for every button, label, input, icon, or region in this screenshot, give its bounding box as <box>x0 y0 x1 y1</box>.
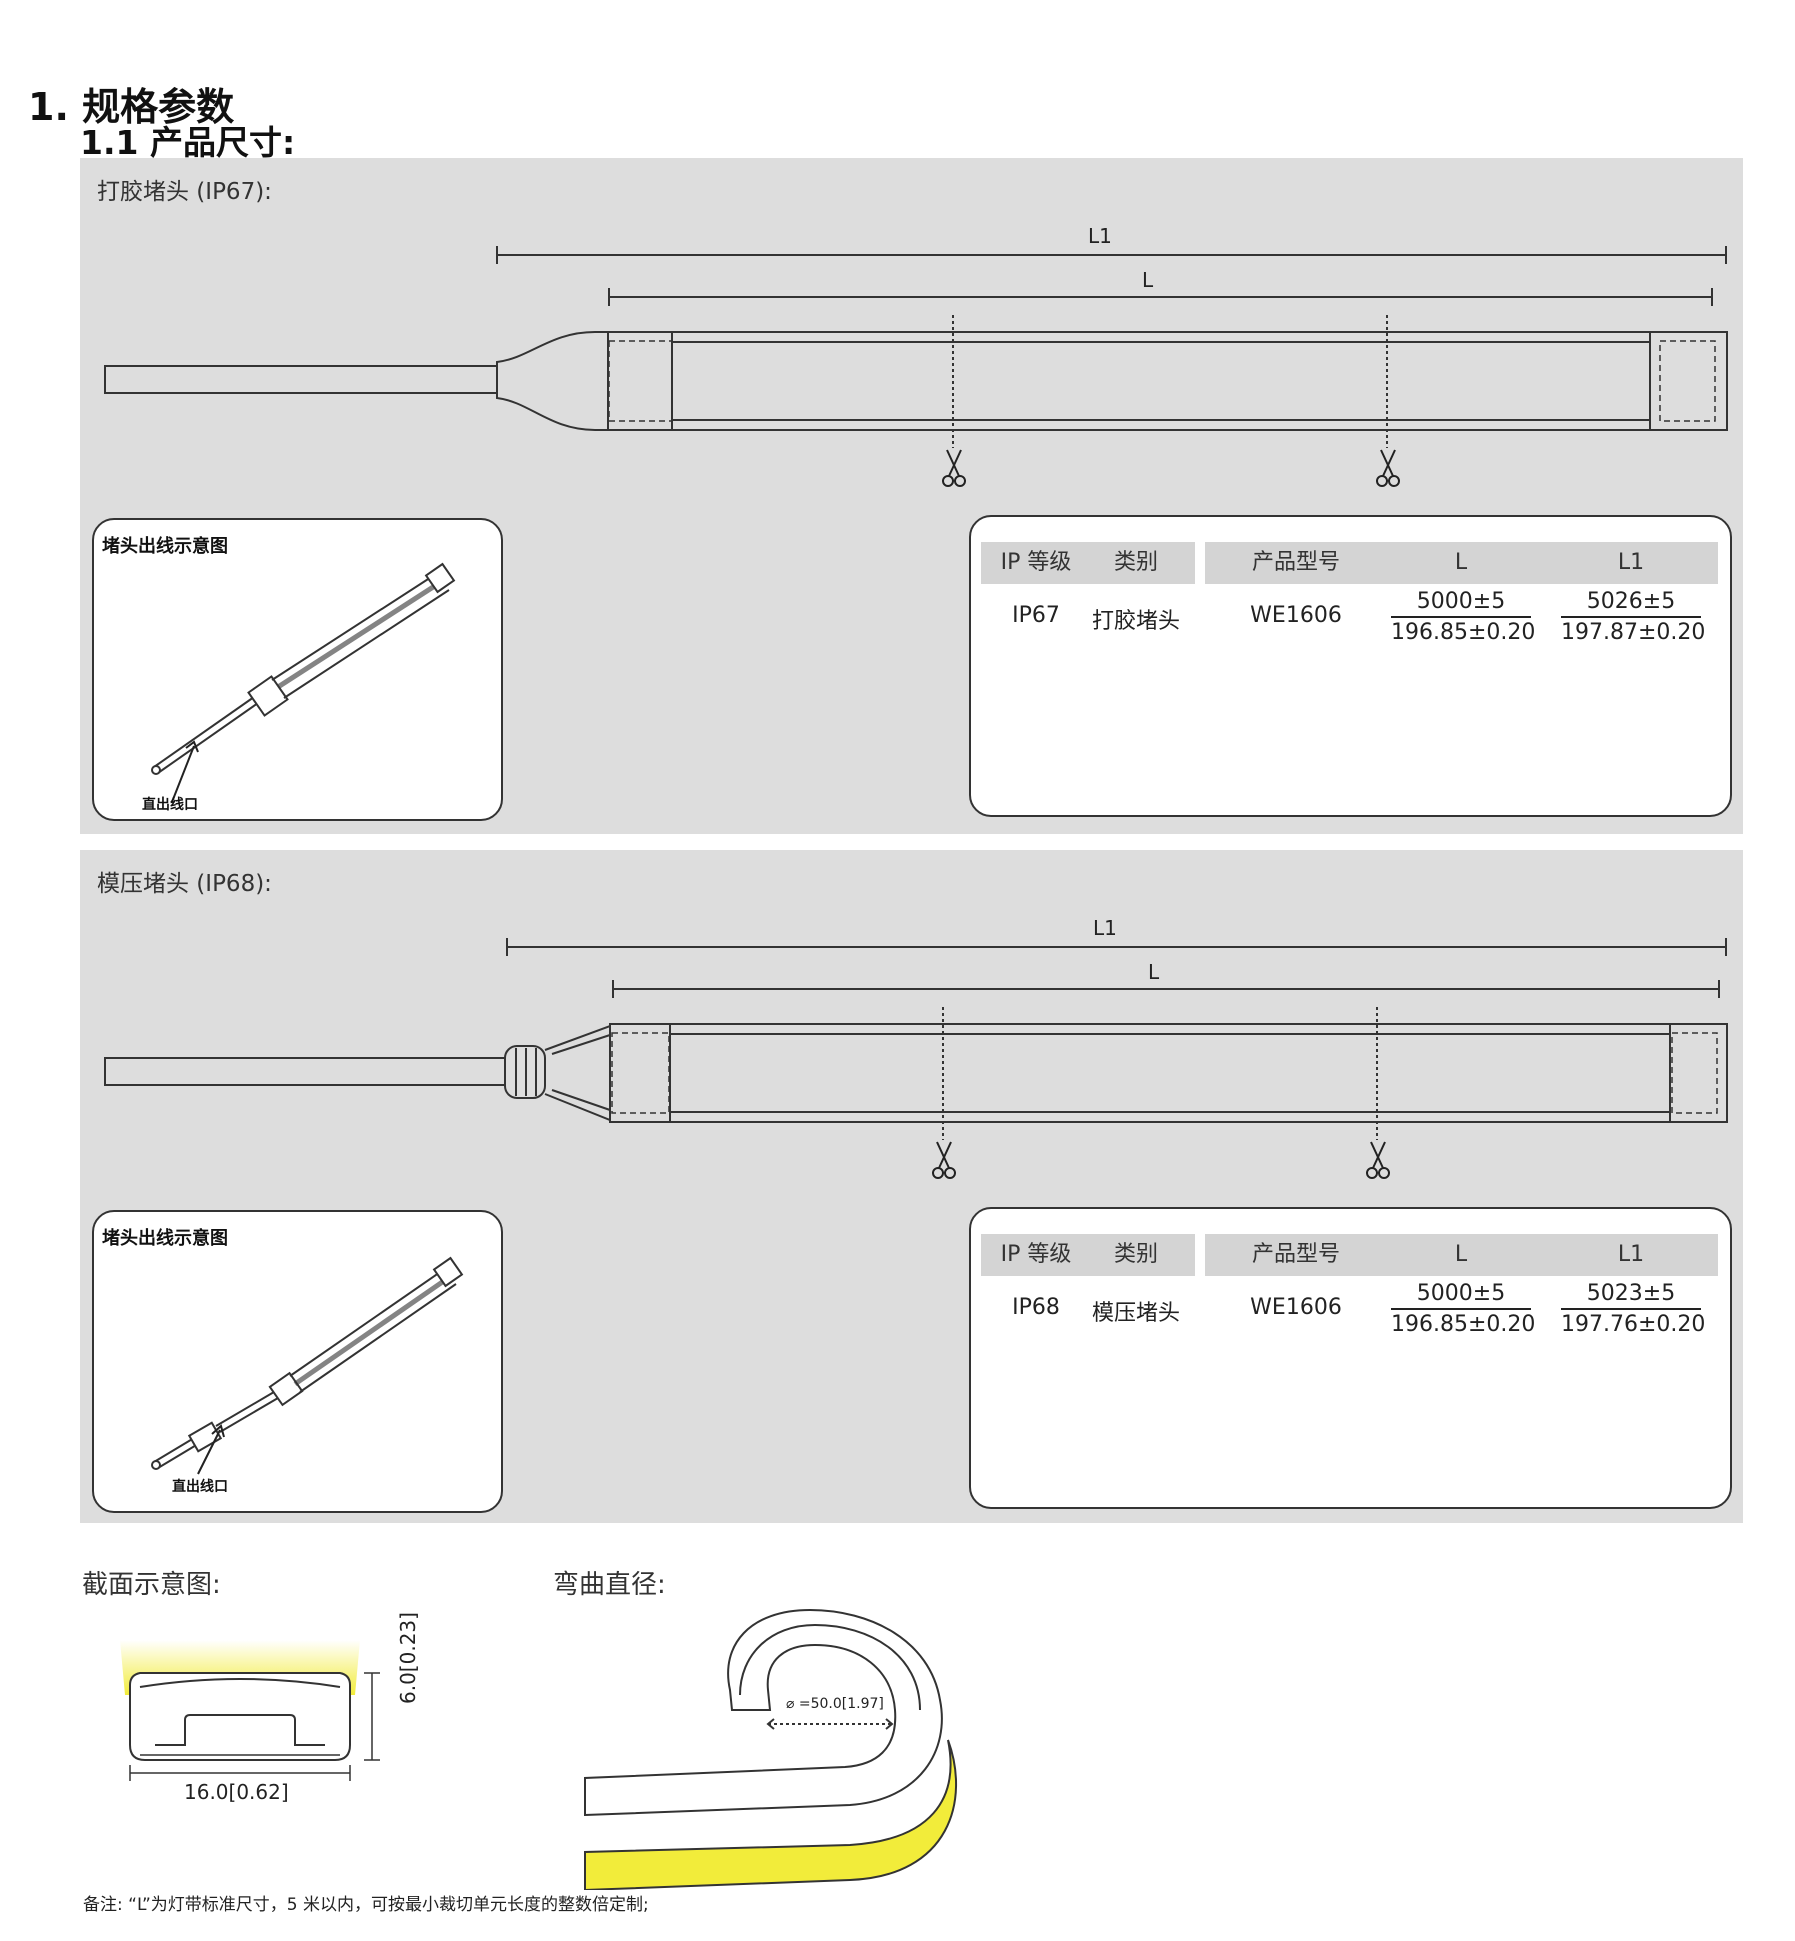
cell-model: WE1606 <box>1250 603 1342 628</box>
bending-title: 弯曲直径: <box>553 1570 666 1600</box>
scissors-icon <box>1366 1141 1390 1179</box>
ip68-panel-title: 模压堵头 (IP68): <box>97 871 272 897</box>
cell-l1-in: 197.87±0.20 <box>1561 620 1706 645</box>
cell-ip: IP67 <box>1012 603 1060 628</box>
cell-l-mm: 5000±5 <box>1391 1281 1531 1310</box>
scissors-icon <box>942 449 966 487</box>
header-ip: IP 等级 <box>1000 1242 1072 1267</box>
header-l1: L1 <box>1617 1242 1645 1267</box>
table-header-bg <box>981 1234 1195 1276</box>
header-model: 产品型号 <box>1251 1242 1340 1267</box>
scissors-icon <box>932 1141 956 1179</box>
ip67-inset-title: 堵头出线示意图 <box>102 536 228 557</box>
cross-section-width-label: 16.0[0.62] <box>184 1780 289 1804</box>
table-header-bg <box>981 542 1195 584</box>
cell-l-in: 196.85±0.20 <box>1391 1312 1536 1337</box>
ip68-inset-card: 堵头出线示意图 直出线口 <box>92 1210 503 1513</box>
header-l: L <box>1454 550 1468 575</box>
header-model: 产品型号 <box>1251 550 1340 575</box>
ip67-inset-note: 直出线口 <box>142 797 198 813</box>
cell-l1-mm: 5023±5 <box>1561 1281 1701 1310</box>
ip68-inset-drawing <box>151 1256 464 1475</box>
ip68-inset-title: 堵头出线示意图 <box>102 1228 228 1249</box>
header-category: 类别 <box>1113 1242 1158 1267</box>
ip67-panel-title: 打胶堵头 (IP67): <box>97 179 272 205</box>
section-title: 1.1 产品尺寸: <box>80 123 296 162</box>
cell-l: 5000±5 196.85±0.20 <box>1391 589 1536 645</box>
cell-l1-mm: 5026±5 <box>1561 589 1701 618</box>
cell-l: 5000±5 196.85±0.20 <box>1391 1281 1536 1337</box>
ip68-strip-drawing <box>104 938 1728 1140</box>
cell-l1: 5026±5 197.87±0.20 <box>1561 589 1706 645</box>
cell-category: 模压堵头 <box>1091 1301 1180 1326</box>
page-title: 1. 规格参数 <box>28 85 235 129</box>
bending-drawing <box>584 1608 958 1890</box>
ip67-inset-card: 堵头出线示意图 直出线口 <box>92 518 503 821</box>
cross-section-title: 截面示意图: <box>82 1570 221 1600</box>
ip67-inset-drawing <box>151 562 456 803</box>
bending-diameter-label: ⌀ =50.0[1.97] <box>786 1696 884 1712</box>
cell-l1-in: 197.76±0.20 <box>1561 1312 1706 1337</box>
ip68-dim-l1-label: L1 <box>1093 916 1117 940</box>
header-ip: IP 等级 <box>1000 550 1072 575</box>
ip67-strip-drawing <box>104 246 1728 448</box>
ip68-panel: 模压堵头 (IP68): L1 L <box>80 850 1743 1523</box>
cell-l-mm: 5000±5 <box>1391 589 1531 618</box>
cell-model: WE1606 <box>1250 1295 1342 1320</box>
scissors-icon <box>1376 449 1400 487</box>
cell-l1: 5023±5 197.76±0.20 <box>1561 1281 1706 1337</box>
cross-section-height-label: 6.0[0.23] <box>396 1612 420 1704</box>
ip67-panel: 打胶堵头 (IP67): L1 L <box>80 158 1743 834</box>
cell-category: 打胶堵头 <box>1091 609 1180 634</box>
ip67-dim-l-label: L <box>1142 268 1154 292</box>
cell-ip: IP68 <box>1012 1295 1060 1320</box>
header-l1: L1 <box>1617 550 1645 575</box>
ip67-dim-l1-label: L1 <box>1088 224 1112 248</box>
ip68-inset-note: 直出线口 <box>172 1479 228 1495</box>
header-category: 类别 <box>1113 550 1158 575</box>
ip68-spec-table: IP 等级 类别 产品型号 L L1 IP68 模压堵头 WE1606 5000… <box>969 1207 1732 1509</box>
ip67-spec-table: IP 等级 类别 产品型号 L L1 IP67 打胶堵头 WE1606 5000… <box>969 515 1732 817</box>
table-header-bg <box>1205 542 1718 584</box>
ip68-dim-l-label: L <box>1148 960 1160 984</box>
header-l: L <box>1454 1242 1468 1267</box>
cross-section-drawing <box>120 1640 380 1781</box>
footnote: 备注: “L”为灯带标准尺寸，5 米以内，可按最小裁切单元长度的整数倍定制; <box>83 1895 649 1915</box>
cell-l-in: 196.85±0.20 <box>1391 620 1536 645</box>
table-header-bg <box>1205 1234 1718 1276</box>
